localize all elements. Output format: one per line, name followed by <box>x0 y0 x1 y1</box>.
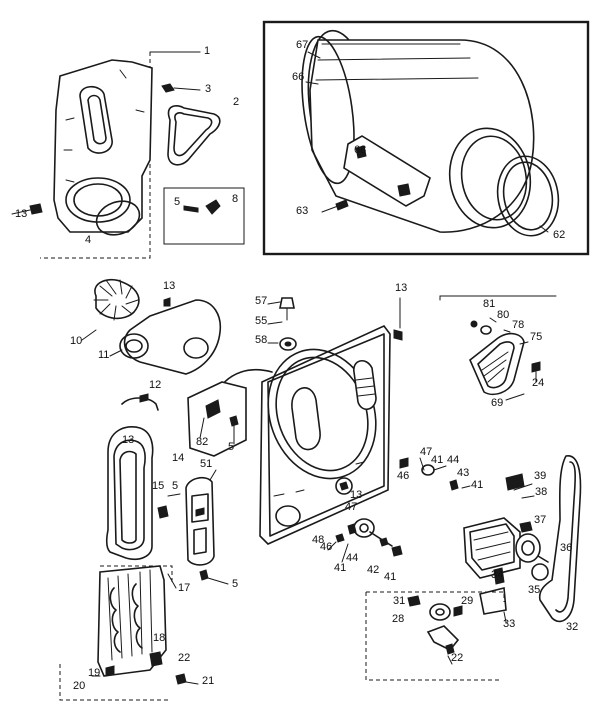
callout-c2: 2 <box>233 96 239 108</box>
callout-c15: 15 <box>152 480 164 492</box>
callout-c41c: 41 <box>334 562 346 574</box>
door-switch-group <box>365 591 505 681</box>
callout-c5b: 5 <box>228 441 234 453</box>
callout-c51: 51 <box>200 458 212 470</box>
callout-c35: 35 <box>528 584 540 596</box>
callout-c28: 28 <box>392 613 404 625</box>
callout-c22a: 22 <box>451 652 463 664</box>
callout-c78: 78 <box>512 319 524 331</box>
callout-c32: 32 <box>566 621 578 633</box>
callout-c5a: 5 <box>174 196 180 208</box>
rear-bulkhead-group <box>217 297 403 545</box>
callout-c29: 29 <box>461 595 473 607</box>
callout-c43: 43 <box>457 467 469 479</box>
callout-c38: 38 <box>535 486 547 498</box>
callout-c24: 24 <box>532 377 544 389</box>
callout-c62: 62 <box>553 229 565 241</box>
callout-c48: 48 <box>312 534 324 546</box>
callout-c14: 14 <box>172 452 184 464</box>
callout-c55: 55 <box>255 315 267 327</box>
idler-group <box>439 295 557 401</box>
callout-c13d: 13 <box>122 434 134 446</box>
callout-c13b: 13 <box>163 280 175 292</box>
front-panel-group <box>11 51 245 259</box>
callout-c41b: 41 <box>471 479 483 491</box>
motor-group <box>463 455 582 623</box>
callout-c42: 42 <box>367 564 379 576</box>
callout-c21: 21 <box>202 675 214 687</box>
callout-c47a: 47 <box>420 446 432 458</box>
callout-c31: 31 <box>393 595 405 607</box>
callout-c8: 8 <box>232 193 238 205</box>
callout-c18: 18 <box>153 632 165 644</box>
callout-c57: 57 <box>255 295 267 307</box>
callout-c20: 20 <box>73 680 85 692</box>
callout-c81: 81 <box>483 298 495 310</box>
callout-c75: 75 <box>530 331 542 343</box>
callout-c33: 33 <box>503 618 515 630</box>
callout-c37: 37 <box>534 514 546 526</box>
callout-c39: 39 <box>534 470 546 482</box>
callout-c44b: 44 <box>346 552 358 564</box>
callout-c1: 1 <box>204 45 210 57</box>
heater-group <box>59 393 229 701</box>
callout-c41d: 41 <box>384 571 396 583</box>
callout-c11: 11 <box>98 349 109 361</box>
callout-c47b: 47 <box>345 501 357 513</box>
callout-c63: 63 <box>296 205 308 217</box>
callout-c69: 69 <box>491 397 503 409</box>
callout-c46b: 46 <box>320 541 332 553</box>
drum-group <box>262 20 590 256</box>
callout-c46a: 46 <box>397 470 409 482</box>
callout-c82: 82 <box>196 436 208 448</box>
callout-c44a: 44 <box>447 454 459 466</box>
callout-c67: 67 <box>296 39 308 51</box>
callout-c80: 80 <box>497 309 509 321</box>
callout-c22b: 22 <box>178 652 190 664</box>
callout-c36: 36 <box>560 542 572 554</box>
blower-group <box>81 278 222 375</box>
callout-c41a: 41 <box>431 454 443 466</box>
callout-c34: 34 <box>491 569 503 581</box>
callout-c19: 19 <box>88 667 100 679</box>
callout-c10: 10 <box>70 335 82 347</box>
callout-c17: 17 <box>178 582 190 594</box>
bracket-group <box>187 381 247 457</box>
callout-c66: 66 <box>292 71 304 83</box>
callout-c13e: 13 <box>350 489 362 501</box>
callout-c3: 3 <box>205 83 211 95</box>
callout-c13a: 13 <box>15 208 27 220</box>
thermostat-group <box>267 297 297 351</box>
callout-c5d: 5 <box>232 578 238 590</box>
callout-c68: 68 <box>354 144 366 156</box>
callout-c12: 12 <box>149 379 161 391</box>
callout-c58: 58 <box>255 334 267 346</box>
hardware-group <box>327 457 471 563</box>
callout-c5c: 5 <box>172 480 178 492</box>
callout-c13c: 13 <box>395 282 407 294</box>
callout-c4: 4 <box>85 234 91 246</box>
